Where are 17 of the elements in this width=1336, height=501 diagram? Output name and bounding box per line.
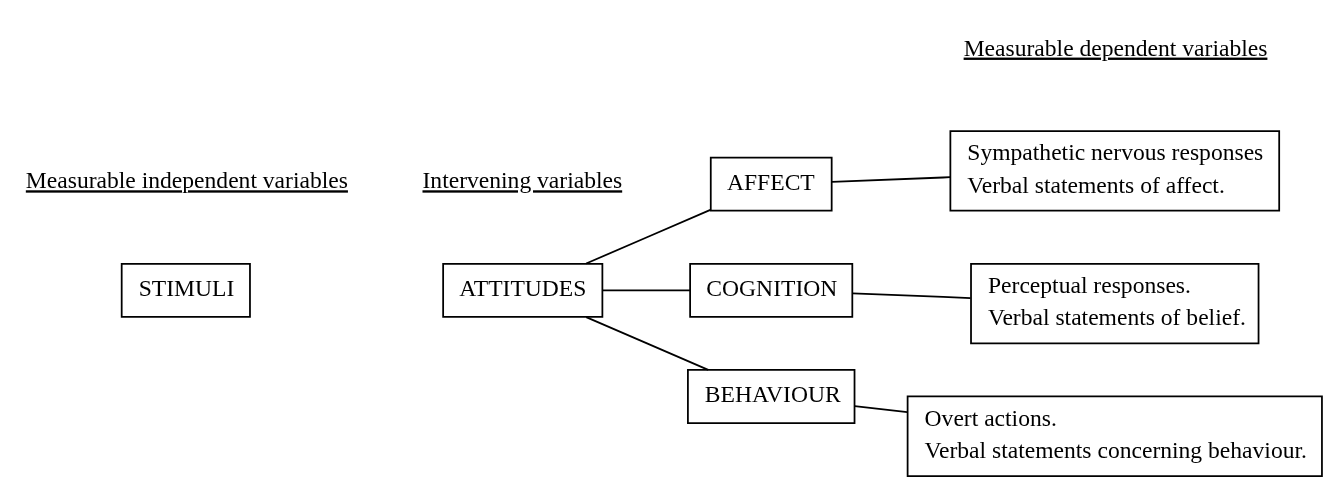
node-box: COGNITION: [689, 262, 854, 318]
node-box: ATTITUDES: [442, 262, 604, 318]
connector: [601, 289, 691, 292]
connector: [585, 208, 712, 265]
label: Measurable dependent variables: [963, 34, 1268, 61]
label: Intervening variables: [422, 167, 623, 194]
node-box: Perceptual responses. Verbal statements of belief.: [970, 262, 1260, 345]
connector: [585, 316, 710, 371]
node-box: BEHAVIOUR: [687, 369, 856, 424]
node-box: Overt actions. Verbal statements concerning behaviour.: [906, 395, 1323, 477]
node-box: STIMULI: [120, 262, 251, 318]
node-box: Sympathetic nervous responses Verbal statements of affect.: [949, 130, 1281, 212]
label: Measurable independent variables: [25, 167, 348, 194]
connector: [831, 176, 951, 183]
connector: [851, 292, 972, 299]
node-box: AFFECT: [709, 156, 833, 212]
connector: [853, 405, 909, 414]
